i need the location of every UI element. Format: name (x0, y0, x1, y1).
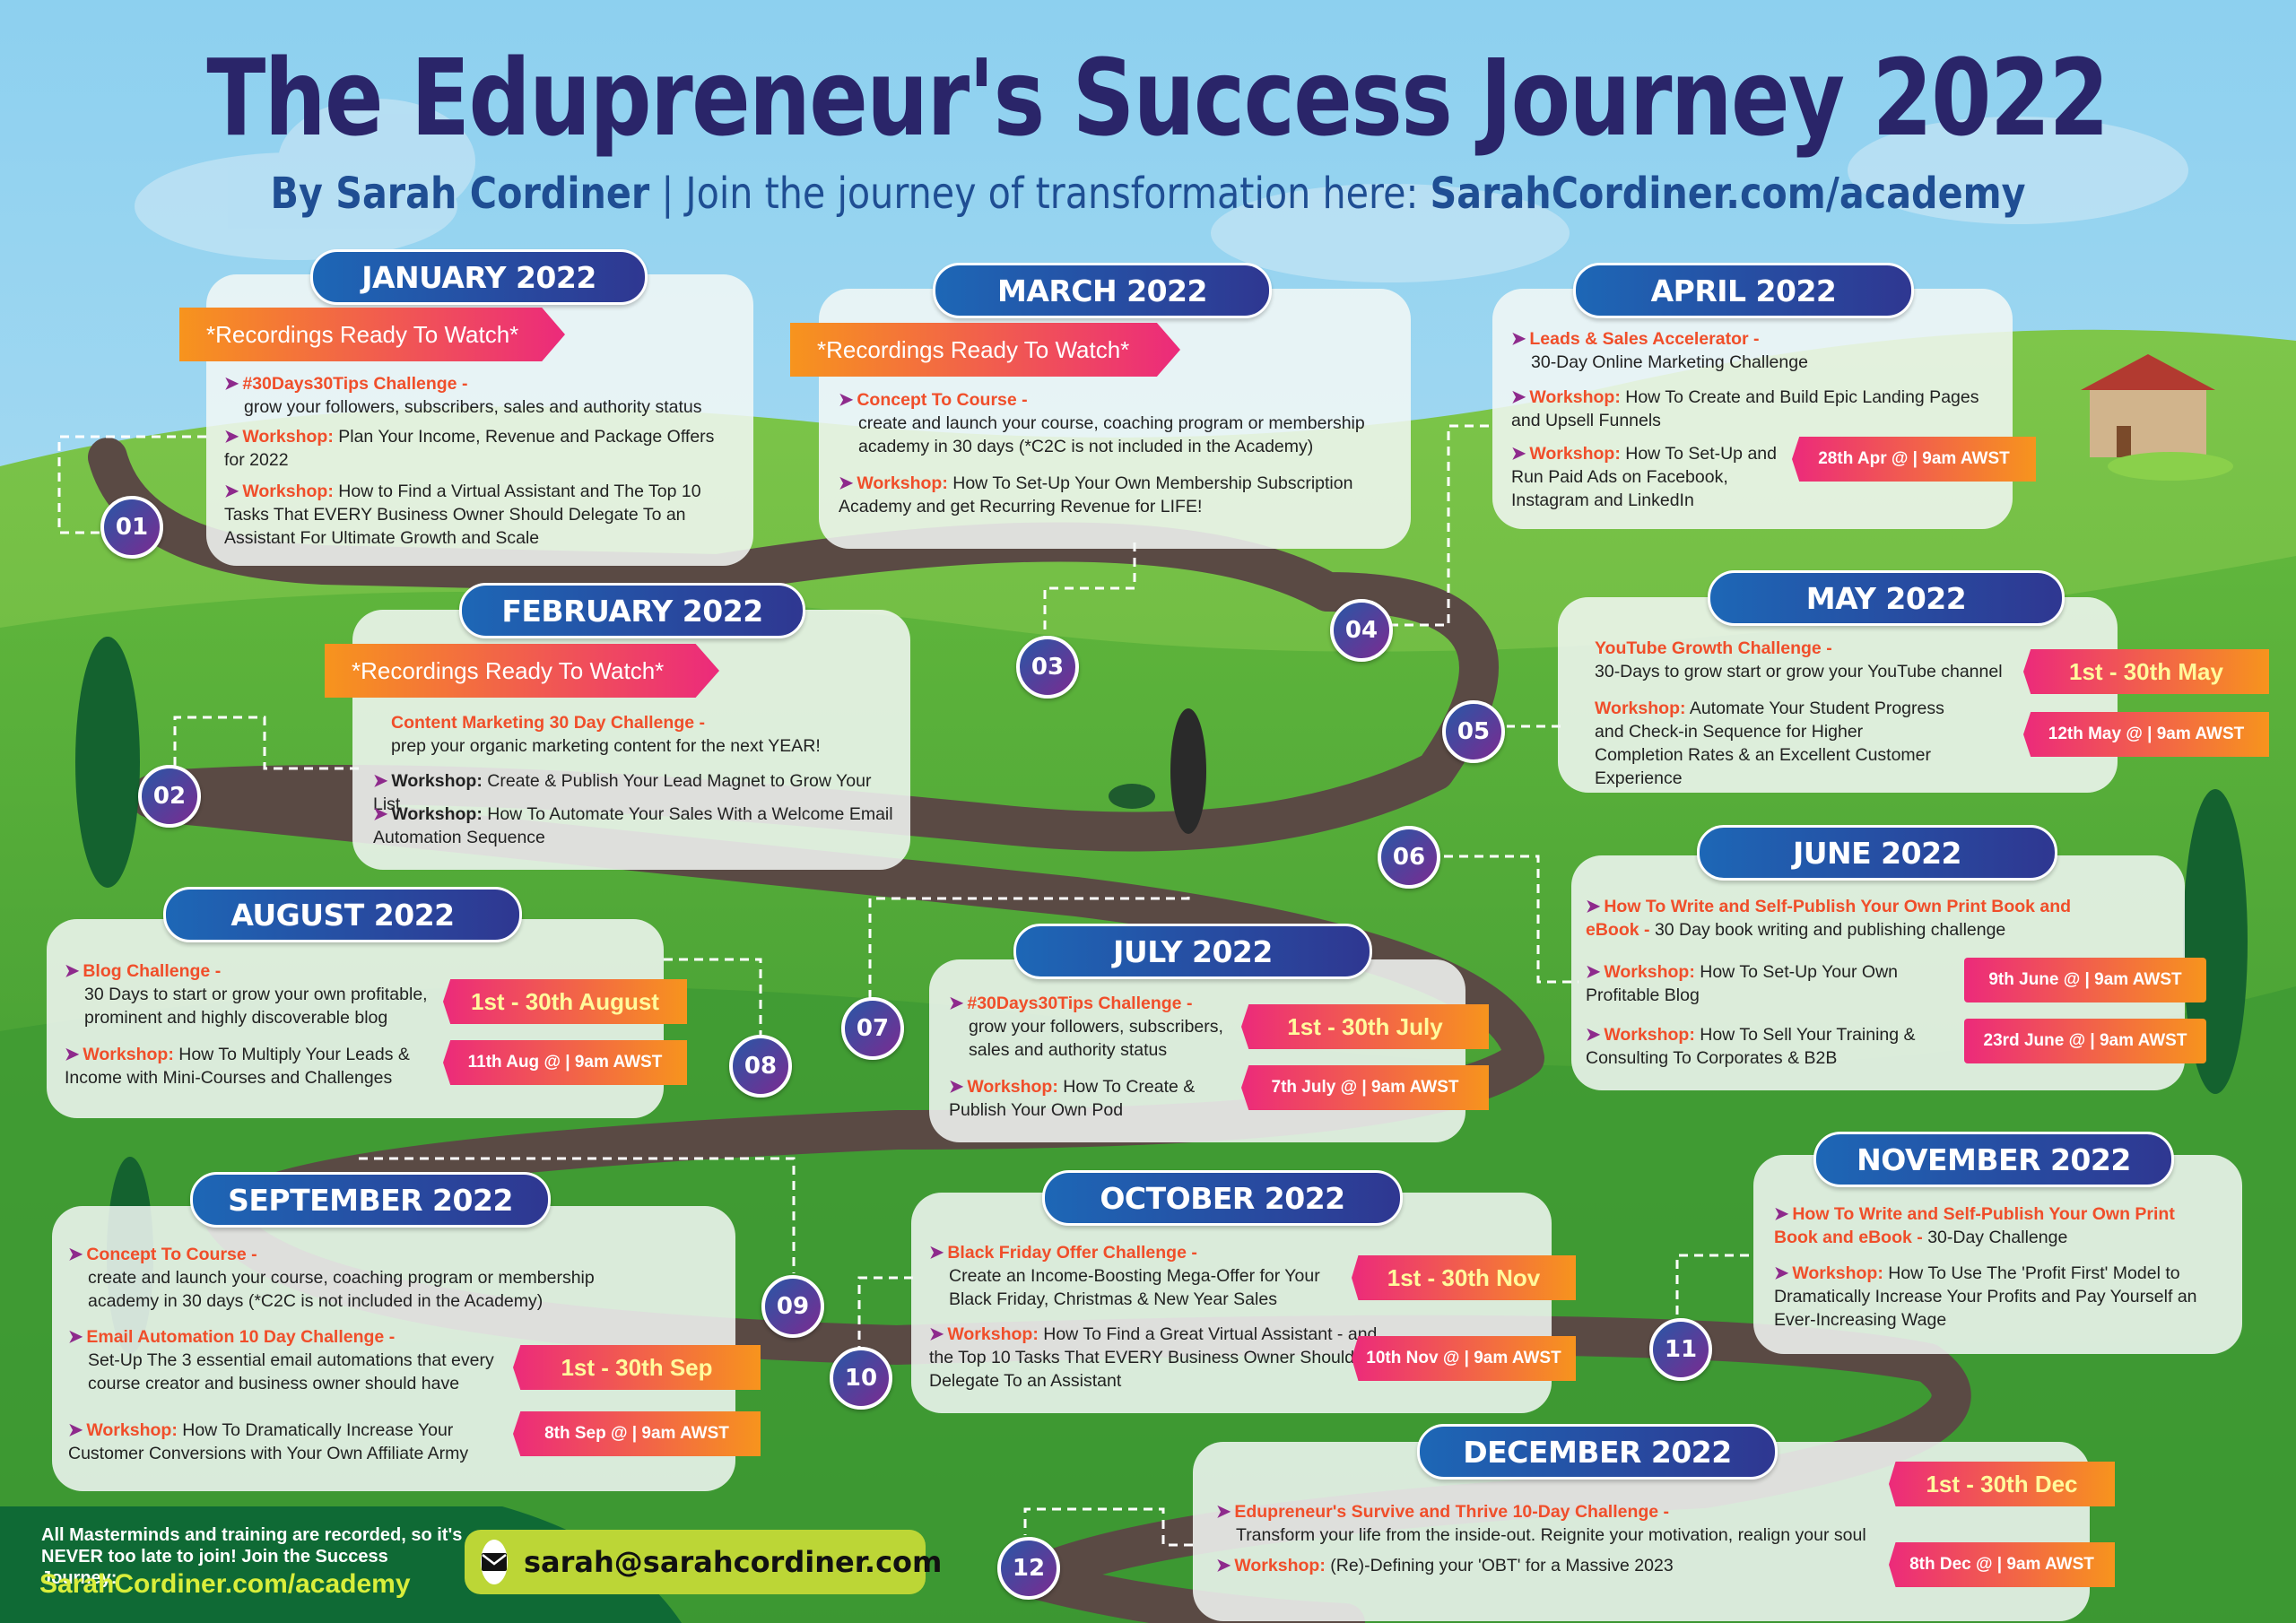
event-item: ➤Workshop: How To Find a Great Virtual A… (929, 1324, 1378, 1391)
month-card-november (1753, 1155, 2242, 1354)
page-title: The Edupreneur's Success Journey 2022 (206, 36, 2109, 160)
envelope-icon (481, 1540, 508, 1584)
date-tag: 9th June @ | 9am AWST (1964, 958, 2206, 1002)
month-card-july (929, 959, 1465, 1142)
journey-stop-02: 02 (138, 765, 201, 828)
footer-academy-link[interactable]: SarahCordiner.com/academy (39, 1569, 411, 1599)
event-item: ➤#30Days30Tips Challenge -grow your foll… (224, 374, 702, 417)
month-header-july: JULY 2022 (1013, 924, 1372, 979)
event-item: ➤Workshop: How To Use The 'Profit First'… (1774, 1263, 2197, 1330)
author-byline: By Sarah Cordiner (270, 169, 650, 219)
recordings-banner[interactable]: *Recordings Ready To Watch* (179, 308, 565, 361)
journey-stop-08: 08 (729, 1035, 792, 1098)
recordings-banner[interactable]: *Recordings Ready To Watch* (325, 644, 719, 698)
event-item: ➤Workshop: How To Automate Your Sales Wi… (373, 804, 893, 847)
date-tag: 23rd June @ | 9am AWST (1964, 1019, 2206, 1063)
journey-stop-09: 09 (761, 1275, 824, 1338)
date-range-tag: 1st - 30th Nov (1352, 1255, 1576, 1300)
event-item: ➤Concept To Course -create and launch yo… (68, 1245, 595, 1311)
subtitle-join-text: Join the journey of transformation here: (685, 169, 1431, 219)
event-item: ➤Workshop: How To Set-Up Your Own Member… (839, 473, 1353, 516)
journey-stop-06: 06 (1378, 826, 1440, 889)
month-header-october: OCTOBER 2022 (1042, 1170, 1403, 1226)
journey-stop-01: 01 (100, 496, 163, 559)
month-header-december: DECEMBER 2022 (1417, 1424, 1778, 1480)
journey-stop-11: 11 (1649, 1318, 1712, 1381)
academy-link[interactable]: SarahCordiner.com/academy (1430, 169, 2026, 219)
event-item: ➤#30Days30Tips Challenge -grow your foll… (949, 994, 1223, 1060)
recordings-banner[interactable]: *Recordings Ready To Watch* (790, 323, 1180, 377)
date-tag: 8th Sep @ | 9am AWST (513, 1411, 761, 1456)
event-item: ➤Workshop: Create & Publish Your Lead Ma… (373, 771, 872, 814)
event-item: ➤Edupreneur's Survive and Thrive 10-Day … (1216, 1502, 1866, 1545)
event-item: ➤Workshop: How To Multiply Your Leads & … (65, 1045, 410, 1088)
month-header-february: FEBRUARY 2022 (459, 583, 805, 638)
event-item: ➤Black Friday Offer Challenge -Create an… (929, 1243, 1320, 1309)
date-range-tag: 1st - 30th Sep (513, 1345, 761, 1390)
event-item: ➤Blog Challenge -30 Days to start or gro… (65, 961, 428, 1028)
month-header-june: JUNE 2022 (1697, 825, 2057, 881)
event-item: ➤Workshop: Plan Your Income, Revenue and… (224, 427, 715, 470)
date-range-tag: 1st - 30th July (1241, 1004, 1489, 1049)
email-address: sarah@sarahcordiner.com (524, 1545, 943, 1579)
month-header-august: AUGUST 2022 (163, 887, 522, 942)
subtitle-separator: | (649, 169, 686, 219)
page-subtitle: By Sarah Cordiner | Join the journey of … (161, 169, 2135, 219)
journey-stop-12: 12 (997, 1537, 1060, 1600)
clouds (135, 99, 2188, 282)
month-header-march: MARCH 2022 (933, 263, 1272, 318)
event-item: ➤Email Automation 10 Day Challenge -Set-… (68, 1327, 494, 1393)
event-item: ➤Workshop: How To Create and Build Epic … (1511, 387, 1979, 430)
month-card-april (1492, 289, 2013, 529)
event-item: ➤Workshop: How To Set-Up and Run Paid Ad… (1511, 444, 1777, 510)
journey-stop-05: 05 (1442, 700, 1505, 763)
date-tag: 8th Dec @ | 9am AWST (1889, 1542, 2115, 1587)
date-range-tag: 1st - 30th Dec (1889, 1462, 2115, 1506)
month-header-april: APRIL 2022 (1573, 263, 1914, 318)
event-item: ➤Workshop: How To Set-Up Your Own Profit… (1586, 962, 1899, 1005)
footer-note: All Masterminds and training are recorde… (41, 1525, 463, 1588)
event-item: YouTube Growth Challenge -30-Days to gro… (1595, 638, 2003, 681)
journey-stop-03: 03 (1016, 636, 1079, 699)
event-item: ➤Workshop: How To Dramatically Increase … (68, 1420, 469, 1463)
date-range-tag: 1st - 30th August (443, 979, 687, 1024)
date-tag: 10th Nov @ | 9am AWST (1352, 1336, 1576, 1381)
date-tag: 7th July @ | 9am AWST (1241, 1065, 1489, 1110)
event-item: ➤Workshop: How To Create & Publish Your … (949, 1077, 1196, 1120)
event-item: ➤How To Write and Self-Publish Your Own … (1586, 897, 2072, 940)
event-item: Content Marketing 30 Day Challenge -prep… (391, 713, 821, 756)
event-item: ➤Workshop: (Re)-Defining your 'OBT' for … (1216, 1556, 1674, 1575)
month-header-january: JANUARY 2022 (310, 249, 648, 305)
journey-stop-07: 07 (841, 997, 904, 1060)
event-item: ➤How To Write and Self-Publish Your Own … (1774, 1204, 2175, 1247)
month-header-september: SEPTEMBER 2022 (190, 1172, 551, 1228)
date-tag: 11th Aug @ | 9am AWST (443, 1040, 687, 1085)
date-range-tag: 1st - 30th May (2023, 649, 2269, 694)
email-button[interactable]: sarah@sarahcordiner.com (465, 1530, 942, 1594)
date-tag: 28th Apr @ | 9am AWST (1792, 437, 2036, 482)
event-item: ➤Concept To Course -create and launch yo… (839, 390, 1365, 456)
month-header-november: NOVEMBER 2022 (1813, 1132, 2174, 1187)
event-item: ➤Leads & Sales Accelerator -30-Day Onlin… (1511, 329, 1808, 372)
connector-lines (57, 424, 1749, 1547)
farmhouse (2081, 354, 2233, 481)
journey-stop-04: 04 (1330, 599, 1393, 662)
event-item: Workshop: Automate Your Student Progress… (1595, 699, 1944, 788)
month-header-may: MAY 2022 (1708, 570, 2065, 626)
journey-stop-10: 10 (830, 1347, 892, 1410)
date-tag: 12th May @ | 9am AWST (2023, 712, 2269, 757)
month-card-may (1558, 597, 2118, 793)
event-item: ➤Workshop: How to Find a Virtual Assista… (224, 482, 701, 548)
event-item: ➤Workshop: How To Sell Your Training & C… (1586, 1025, 1916, 1068)
